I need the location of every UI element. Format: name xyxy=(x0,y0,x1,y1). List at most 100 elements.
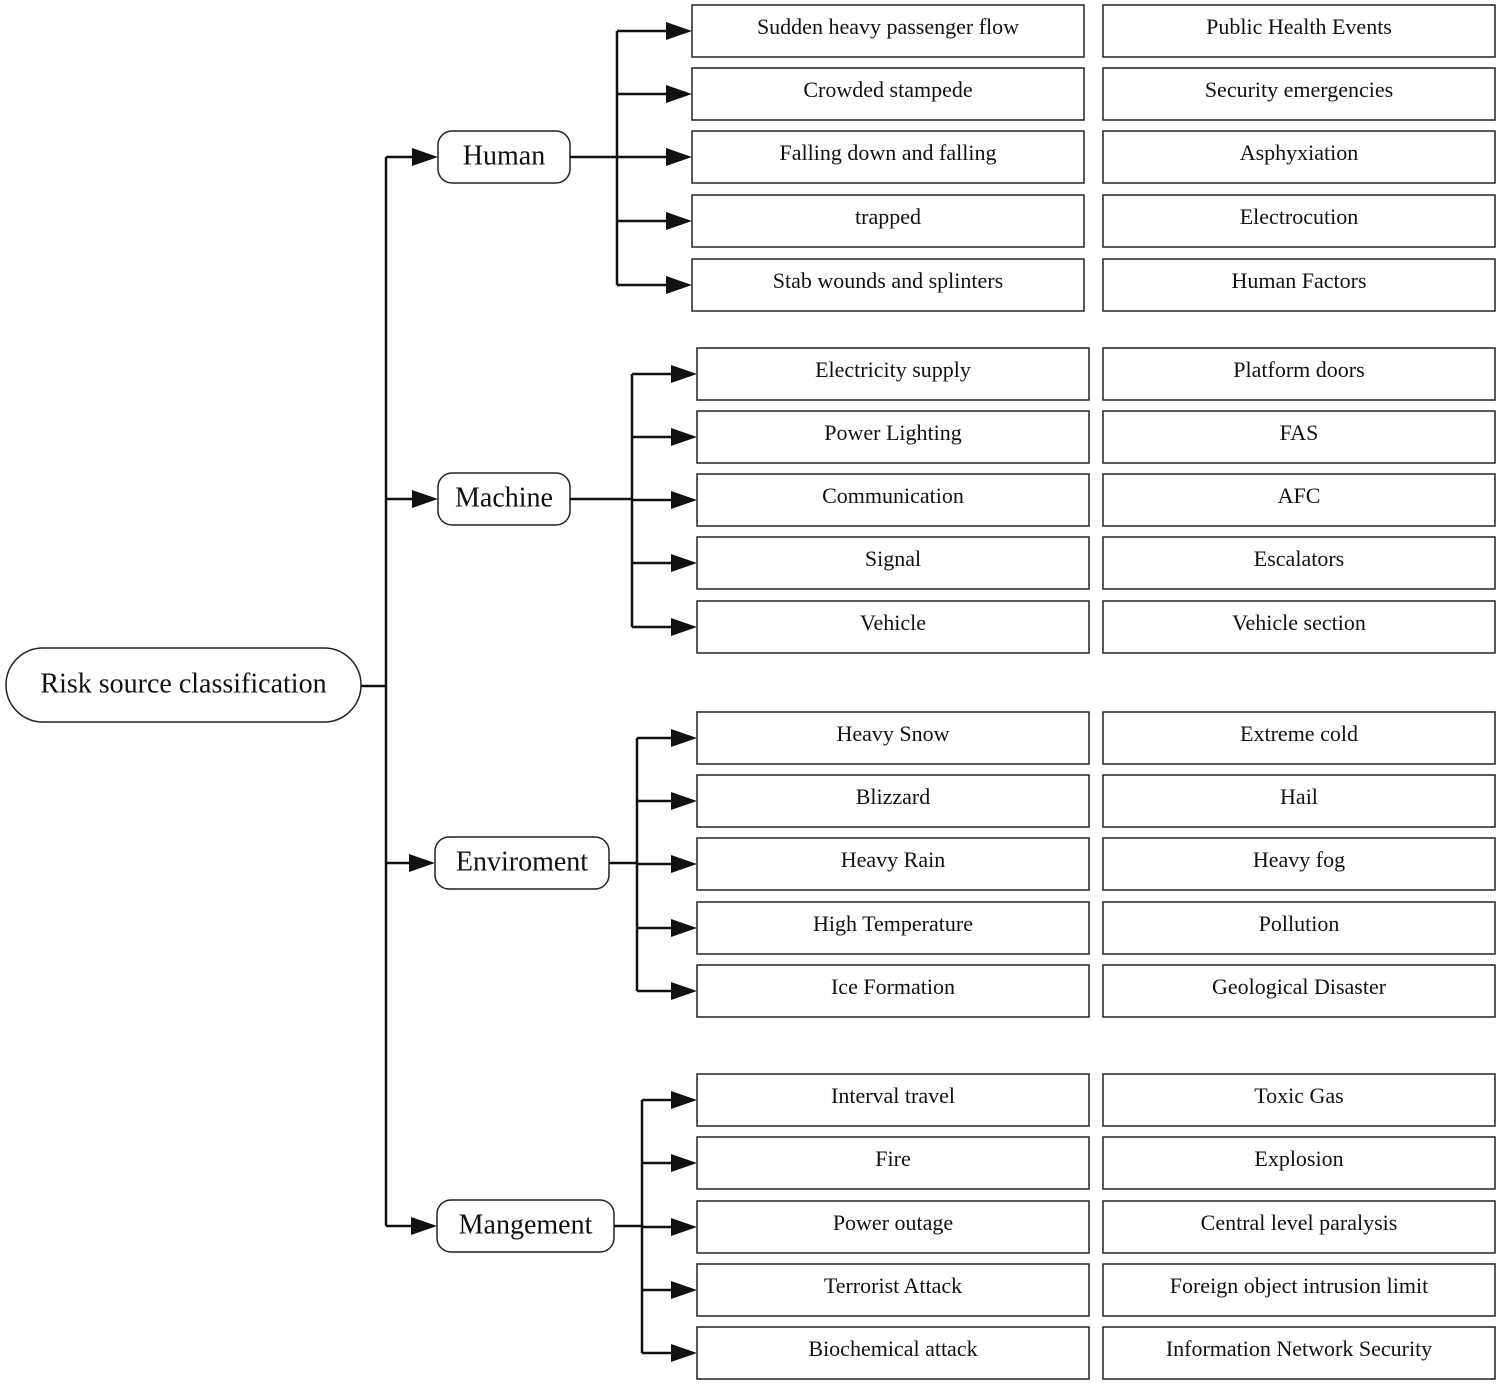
arrow-to-enviroment-head xyxy=(409,854,435,872)
arrow-mangement-item-3-head xyxy=(671,1281,697,1299)
arrow-enviroment-item-0-head xyxy=(671,729,697,747)
risk-item-box xyxy=(691,258,1085,312)
risk-item-label: Crowded stampede xyxy=(803,77,972,102)
arrow-mangement-item-0-head xyxy=(671,1091,697,1109)
risk-item-box xyxy=(691,4,1085,58)
risk-item-label: Explosion xyxy=(1254,1146,1343,1171)
risk-item-box xyxy=(696,473,1090,527)
arrow-enviroment-item-4-head xyxy=(671,982,697,1000)
arrow-to-machine-head xyxy=(412,490,438,508)
risk-item-box xyxy=(691,194,1085,248)
arrow-machine-item-3-head xyxy=(671,554,697,572)
risk-item-label: Blizzard xyxy=(856,784,931,809)
risk-item-label: Pollution xyxy=(1259,911,1340,936)
risk-item-label: Stab wounds and splinters xyxy=(773,268,1003,293)
risk-item-label: Interval travel xyxy=(831,1083,955,1108)
risk-item-label: Geological Disaster xyxy=(1212,974,1387,999)
risk-item-box xyxy=(696,901,1090,955)
risk-item-label: Foreign object intrusion limit xyxy=(1170,1273,1428,1298)
risk-item-box xyxy=(696,600,1090,654)
risk-item-box xyxy=(1102,901,1496,955)
risk-item-label: Platform doors xyxy=(1233,357,1364,382)
risk-item-label: Public Health Events xyxy=(1206,14,1392,39)
risk-item-box xyxy=(1102,964,1496,1018)
risk-item-box xyxy=(696,1136,1090,1190)
risk-item-label: Communication xyxy=(822,483,964,508)
risk-item-box xyxy=(696,536,1090,590)
risk-item-box xyxy=(1102,410,1496,464)
risk-item-label: Heavy Snow xyxy=(836,721,949,746)
arrow-human-item-4-head xyxy=(666,276,692,294)
risk-item-label: Security emergencies xyxy=(1205,77,1393,102)
arrow-to-human-head xyxy=(412,148,438,166)
arrow-machine-item-4-head xyxy=(671,618,697,636)
category-label-enviroment: Enviroment xyxy=(456,846,588,877)
arrow-machine-item-1-head xyxy=(671,428,697,446)
risk-item-box xyxy=(1102,837,1496,891)
arrow-human-item-2-head xyxy=(666,148,692,166)
arrow-human-item-1-head xyxy=(666,85,692,103)
risk-item-box xyxy=(1102,194,1496,248)
risk-item-box xyxy=(1102,1136,1496,1190)
risk-item-box xyxy=(696,347,1090,401)
risk-item-box xyxy=(1102,130,1496,184)
risk-item-label: Extreme cold xyxy=(1240,721,1358,746)
arrow-to-mangement-head xyxy=(411,1217,437,1235)
risk-item-label: Biochemical attack xyxy=(808,1336,977,1361)
risk-item-box xyxy=(696,774,1090,828)
risk-item-box xyxy=(1102,1263,1496,1317)
arrow-machine-item-2-head xyxy=(671,491,697,509)
risk-item-box xyxy=(1102,258,1496,312)
risk-item-label: FAS xyxy=(1280,420,1319,445)
risk-item-box xyxy=(696,711,1090,765)
category-label-mangement: Mangement xyxy=(459,1209,593,1240)
category-label-human: Human xyxy=(463,140,545,171)
risk-item-label: Electricity supply xyxy=(815,357,971,382)
risk-item-box xyxy=(696,1200,1090,1254)
risk-item-label: Power outage xyxy=(833,1210,953,1235)
risk-item-box xyxy=(1102,473,1496,527)
risk-item-box xyxy=(1102,347,1496,401)
risk-item-label: Fire xyxy=(875,1146,910,1171)
risk-item-box xyxy=(1102,536,1496,590)
risk-item-label: Terrorist Attack xyxy=(824,1273,962,1298)
risk-item-label: Asphyxiation xyxy=(1240,140,1359,165)
risk-item-box xyxy=(1102,1326,1496,1380)
risk-item-box xyxy=(696,410,1090,464)
arrow-mangement-item-1-head xyxy=(671,1154,697,1172)
risk-item-label: Vehicle xyxy=(860,610,926,635)
arrow-enviroment-item-1-head xyxy=(671,792,697,810)
risk-item-label: Information Network Security xyxy=(1166,1336,1432,1361)
risk-item-box xyxy=(1102,67,1496,121)
risk-item-box xyxy=(696,837,1090,891)
risk-item-box xyxy=(1102,1073,1496,1127)
risk-item-box xyxy=(696,964,1090,1018)
risk-item-box xyxy=(696,1073,1090,1127)
risk-item-label: Heavy fog xyxy=(1253,847,1345,872)
risk-item-label: Power Lighting xyxy=(824,420,962,445)
risk-item-label: Escalators xyxy=(1254,546,1344,571)
risk-item-label: trapped xyxy=(855,204,921,229)
risk-item-label: Toxic Gas xyxy=(1254,1083,1344,1108)
risk-item-box xyxy=(691,130,1085,184)
risk-item-box xyxy=(1102,774,1496,828)
risk-item-box xyxy=(1102,1200,1496,1254)
arrow-machine-item-0-head xyxy=(671,365,697,383)
arrow-mangement-item-4-head xyxy=(671,1344,697,1362)
risk-item-label: Signal xyxy=(865,546,921,571)
risk-item-label: Heavy Rain xyxy=(841,847,945,872)
risk-item-label: Falling down and falling xyxy=(780,140,997,165)
risk-item-box xyxy=(696,1326,1090,1380)
risk-item-label: AFC xyxy=(1278,483,1321,508)
risk-item-box xyxy=(1102,711,1496,765)
risk-item-label: Vehicle section xyxy=(1232,610,1366,635)
risk-item-label: Ice Formation xyxy=(831,974,955,999)
arrow-human-item-0-head xyxy=(666,22,692,40)
arrow-enviroment-item-2-head xyxy=(671,855,697,873)
risk-item-label: Sudden heavy passenger flow xyxy=(757,14,1019,39)
risk-item-box xyxy=(1102,600,1496,654)
risk-item-box xyxy=(696,1263,1090,1317)
risk-item-label: Hail xyxy=(1280,784,1318,809)
